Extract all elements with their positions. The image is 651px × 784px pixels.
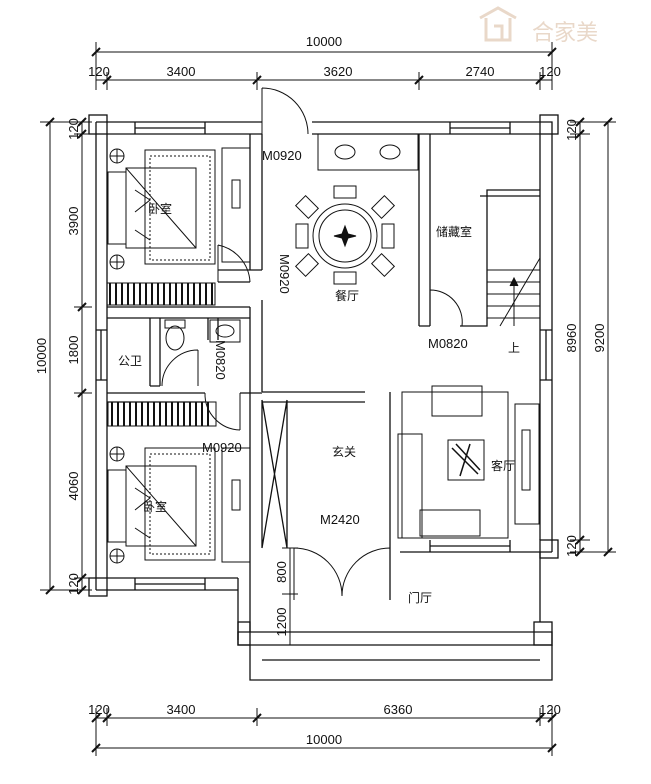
living-furniture — [397, 385, 540, 539]
stairs-up-label: 上 — [508, 341, 520, 355]
room-bathroom: 公卫 — [118, 354, 142, 368]
room-entry: 门厅 — [408, 590, 432, 605]
dim-bottom-seg-3: 6360 — [384, 702, 413, 717]
staircase — [487, 257, 541, 327]
bathroom-fixtures — [164, 319, 241, 351]
dim-porch-1: 800 — [274, 561, 289, 583]
dim-bottom-seg-2: 3400 — [167, 702, 196, 717]
room-living: 客厅 — [491, 458, 515, 473]
dim-left-seg-5: 120 — [66, 573, 81, 595]
door-label-5: M0920 — [202, 440, 242, 455]
door-label-1: M0920 — [262, 148, 302, 163]
door-label-4: M0820 — [213, 340, 228, 380]
dim-top-total: 10000 — [306, 34, 342, 49]
doors — [161, 87, 463, 600]
dim-left-seg-3: 1800 — [66, 336, 81, 365]
room-foyer: 玄关 — [332, 444, 356, 459]
dim-left-total: 10000 — [34, 338, 49, 374]
dim-left-seg-4: 4060 — [66, 472, 81, 501]
dim-left-seg-1: 120 — [66, 118, 81, 140]
dim-right-inner: 8960 — [564, 324, 579, 353]
dim-right-seg-1: 120 — [564, 119, 579, 141]
dim-bottom-seg-4: 120 — [539, 702, 561, 717]
brand-name: 合家美 — [532, 21, 598, 46]
bed-bottom — [107, 401, 251, 564]
dim-right-seg-2: 120 — [564, 535, 579, 557]
dim-bottom-total: 10000 — [306, 732, 342, 747]
room-bedroom-bottom: 卧室 — [143, 499, 167, 514]
dining-set — [294, 133, 419, 285]
bed-top — [106, 147, 251, 306]
brand-logo-icon — [479, 6, 517, 42]
dim-left-seg-2: 3900 — [66, 207, 81, 236]
dim-top-seg-4: 2740 — [466, 64, 495, 79]
room-bedroom-top: 卧室 — [148, 201, 172, 216]
dim-top-seg-5: 120 — [539, 64, 561, 79]
walls — [88, 114, 559, 681]
door-label-3: M0820 — [428, 336, 468, 351]
door-label-6: M2420 — [320, 512, 360, 527]
watermark: 合家美 — [479, 6, 598, 46]
dim-right-total: 9200 — [592, 324, 607, 353]
dim-top-seg-3: 3620 — [324, 64, 353, 79]
dim-top-seg-2: 3400 — [167, 64, 196, 79]
dim-bottom-seg-1: 120 — [88, 702, 110, 717]
room-storage: 储藏室 — [436, 224, 472, 239]
room-dining: 餐厅 — [335, 288, 359, 303]
dim-porch-2: 1200 — [274, 608, 289, 637]
door-label-2: M0920 — [277, 254, 292, 294]
dim-top-seg-1: 120 — [88, 64, 110, 79]
